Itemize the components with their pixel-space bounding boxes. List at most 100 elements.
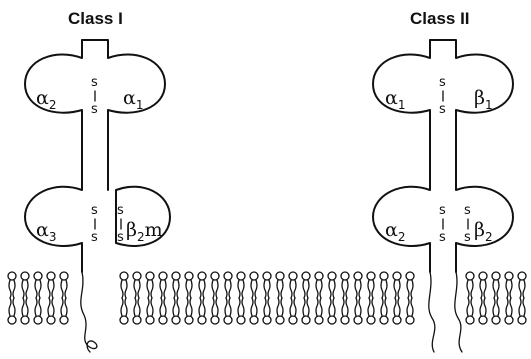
phospholipid-lower xyxy=(314,297,324,325)
class-two-alpha-tail xyxy=(428,271,436,353)
domain-label-alpha2: α2 xyxy=(36,87,56,112)
phospholipid-lower xyxy=(405,297,415,325)
class-two-molecule: s s s s s s α1 β1 α2 β2 xyxy=(372,39,514,353)
phospholipid-upper xyxy=(478,271,488,299)
phospholipid-upper xyxy=(7,271,17,299)
phospholipid-upper xyxy=(20,271,30,299)
disulfide-s-top: s xyxy=(464,203,471,218)
phospholipid-lower xyxy=(288,297,298,325)
phospholipid-lower xyxy=(301,297,311,325)
domain-label-alpha3: α3 xyxy=(36,219,56,244)
phospholipid-lower xyxy=(145,297,155,325)
class-one-molecule: s s s s s s α2 α1 α3 β2m xyxy=(24,39,171,353)
phospholipid-lower xyxy=(327,297,337,325)
phospholipid-upper xyxy=(184,271,194,299)
phospholipid-upper xyxy=(392,271,402,299)
disulfide-s-top: s xyxy=(439,203,446,218)
phospholipid-upper xyxy=(301,271,311,299)
class-two-alpha-chain xyxy=(372,39,431,273)
phospholipid-lower xyxy=(132,297,142,325)
disulfide-s-top: s xyxy=(439,75,446,90)
domain-label-alpha1: α1 xyxy=(123,87,143,112)
disulfide-s-bottom: s xyxy=(117,230,124,245)
phospholipid-lower xyxy=(340,297,350,325)
phospholipid-upper xyxy=(465,271,475,299)
phospholipid-upper xyxy=(197,271,207,299)
phospholipid-lower xyxy=(158,297,168,325)
phospholipid-lower xyxy=(197,297,207,325)
domain-label-beta2m: β2m xyxy=(126,219,163,244)
phospholipid-lower xyxy=(392,297,402,325)
phospholipid-upper xyxy=(314,271,324,299)
disulfide-s-bottom: s xyxy=(91,102,98,117)
phospholipid-upper xyxy=(379,271,389,299)
phospholipid-lower xyxy=(478,297,488,325)
phospholipid-lower xyxy=(353,297,363,325)
phospholipid-upper xyxy=(236,271,246,299)
phospholipid-upper xyxy=(262,271,272,299)
class-two-title: Class II xyxy=(410,9,470,28)
phospholipid-upper xyxy=(405,271,415,299)
phospholipid-upper xyxy=(223,271,233,299)
lipid-bilayer xyxy=(7,271,527,325)
phospholipid-lower xyxy=(223,297,233,325)
phospholipid-lower xyxy=(59,297,69,325)
phospholipid-lower xyxy=(465,297,475,325)
phospholipid-upper xyxy=(249,271,259,299)
phospholipid-upper xyxy=(145,271,155,299)
phospholipid-lower xyxy=(184,297,194,325)
phospholipid-lower xyxy=(20,297,30,325)
domain-label-alpha1: α1 xyxy=(385,87,405,112)
phospholipid-lower xyxy=(504,297,514,325)
phospholipid-lower xyxy=(379,297,389,325)
phospholipid-upper xyxy=(210,271,220,299)
beta2-microglobulin-domain xyxy=(115,185,171,247)
disulfide-s-bottom: s xyxy=(439,230,446,245)
phospholipid-upper xyxy=(46,271,56,299)
disulfide-s-bottom: s xyxy=(91,230,98,245)
phospholipid-upper xyxy=(340,271,350,299)
domain-label-alpha2: α2 xyxy=(385,219,405,244)
phospholipid-lower xyxy=(275,297,285,325)
phospholipid-upper xyxy=(33,271,43,299)
phospholipid-lower xyxy=(236,297,246,325)
phospholipid-upper xyxy=(132,271,142,299)
disulfide-s-bottom: s xyxy=(439,102,446,117)
class-one-cytoplasmic-tail xyxy=(80,271,98,353)
phospholipid-upper xyxy=(491,271,501,299)
class-two-beta-chain xyxy=(429,39,514,273)
phospholipid-lower xyxy=(491,297,501,325)
phospholipid-lower xyxy=(517,297,527,325)
class-two-beta-tail xyxy=(454,271,463,353)
phospholipid-lower xyxy=(262,297,272,325)
phospholipid-upper xyxy=(288,271,298,299)
class-one-alpha-chain-right xyxy=(81,39,166,191)
disulfide-s-top: s xyxy=(91,203,98,218)
disulfide-s-bottom: s xyxy=(464,230,471,245)
phospholipid-lower xyxy=(119,297,129,325)
phospholipid-upper xyxy=(119,271,129,299)
phospholipid-lower xyxy=(249,297,259,325)
phospholipid-upper xyxy=(158,271,168,299)
phospholipid-upper xyxy=(171,271,181,299)
phospholipid-lower xyxy=(7,297,17,325)
phospholipid-lower xyxy=(366,297,376,325)
phospholipid-lower xyxy=(210,297,220,325)
domain-label-beta2: β2 xyxy=(474,219,493,244)
disulfide-s-top: s xyxy=(91,75,98,90)
class-one-title: Class I xyxy=(68,9,123,28)
phospholipid-upper xyxy=(59,271,69,299)
phospholipid-lower xyxy=(46,297,56,325)
phospholipid-upper xyxy=(504,271,514,299)
phospholipid-lower xyxy=(171,297,181,325)
phospholipid-upper xyxy=(353,271,363,299)
phospholipid-upper xyxy=(327,271,337,299)
domain-label-beta1: β1 xyxy=(474,87,493,112)
phospholipid-upper xyxy=(366,271,376,299)
class-one-alpha-chain xyxy=(24,39,83,273)
phospholipid-upper xyxy=(517,271,527,299)
disulfide-s-top: s xyxy=(117,203,124,218)
phospholipid-upper xyxy=(275,271,285,299)
phospholipid-lower xyxy=(33,297,43,325)
